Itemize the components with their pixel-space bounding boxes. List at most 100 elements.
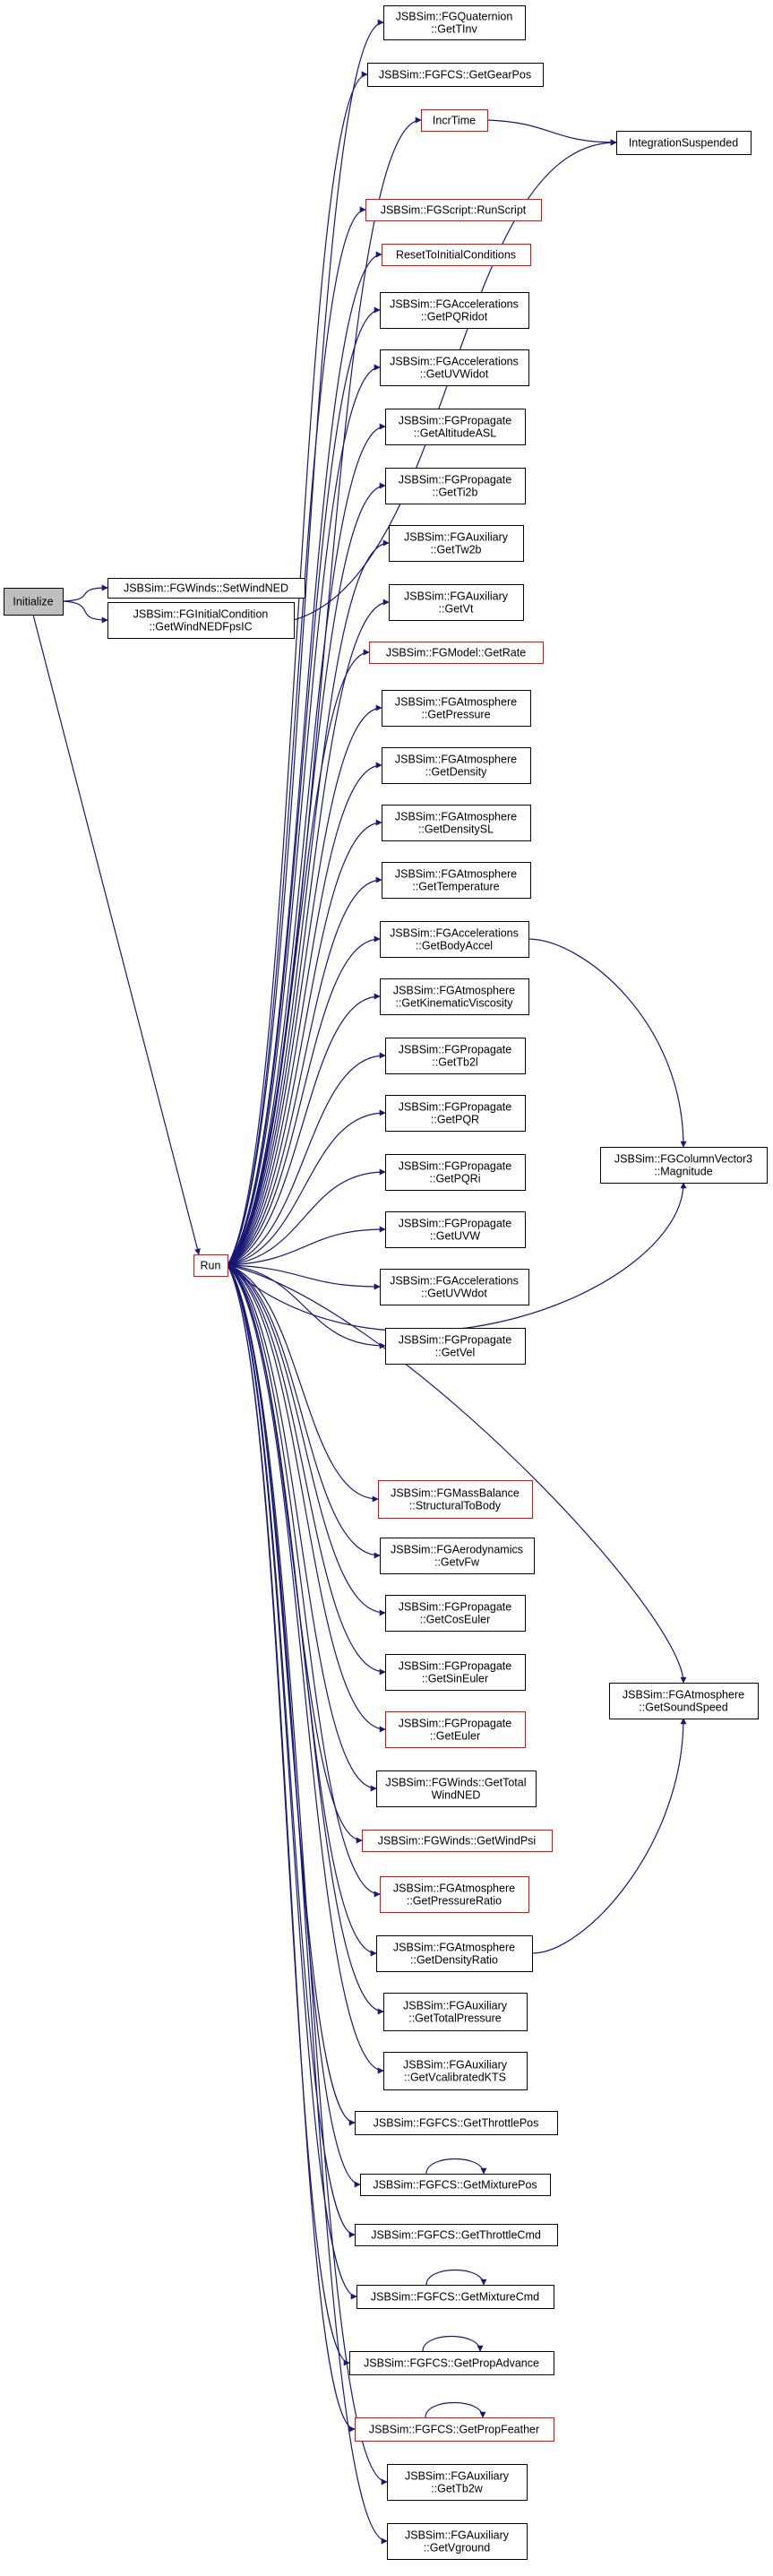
node-fcs-get-throttle-pos[interactable]: JSBSim::FGFCS::GetThrottlePos bbox=[355, 2111, 558, 2135]
node-label: JSBSim::FGFCS::GetThrottlePos bbox=[374, 2117, 539, 2130]
edge bbox=[227, 306, 381, 1266]
node-box bbox=[367, 63, 544, 87]
node-box bbox=[356, 2285, 554, 2309]
edge bbox=[227, 1264, 356, 2433]
node-prop-get-vel[interactable]: JSBSim::FGPropagate::GetVel bbox=[385, 1328, 526, 1365]
node-model-get-rate[interactable]: JSBSim::FGModel::GetRate bbox=[369, 642, 544, 664]
call-edge bbox=[227, 1264, 363, 1844]
node-atm-get-density-ratio[interactable]: JSBSim::FGAtmosphere::GetDensityRatio bbox=[376, 1935, 533, 1972]
node-mass-structural-to-body[interactable]: JSBSim::FGMassBalance::StructuralToBody bbox=[378, 1480, 533, 1519]
node-prop-get-tb2l[interactable]: JSBSim::FGPropagate::GetTb2l bbox=[385, 1038, 526, 1074]
edge bbox=[227, 364, 381, 1266]
node-label: JSBSim::FGFCS::GetMixtureCmd bbox=[371, 2291, 539, 2304]
node-aux-get-vcalibrated-kts[interactable]: JSBSim::FGAuxiliary::GetVcalibratedKTS bbox=[383, 2052, 528, 2090]
node-fcs-get-mixture-cmd[interactable]: JSBSim::FGFCS::GetMixtureCmd bbox=[356, 2285, 554, 2309]
node-aux-get-tw2b[interactable]: JSBSim::FGAuxiliary::GetTw2b bbox=[389, 525, 524, 562]
edge bbox=[227, 599, 390, 1266]
node-atm-get-density-sl[interactable]: JSBSim::FGAtmosphere::GetDensitySL bbox=[382, 805, 531, 841]
node-prop-get-sin-euler[interactable]: JSBSim::FGPropagate::GetSinEuler bbox=[385, 1654, 526, 1691]
node-label: ::GetUVWdot bbox=[421, 1288, 487, 1300]
node-label: JSBSim::FGFCS::GetMixturePos bbox=[373, 2179, 537, 2192]
node-set-wind-ned[interactable]: JSBSim::FGWinds::SetWindNED bbox=[107, 578, 305, 599]
node-aero-get-vfw[interactable]: JSBSim::FGAerodynamics::GetvFw bbox=[380, 1538, 535, 1574]
node-reset-to-initial-conditions[interactable]: ResetToInitialConditions bbox=[382, 244, 531, 266]
edge bbox=[227, 935, 381, 1266]
node-label: JSBSim::FGPropagate bbox=[399, 474, 511, 487]
node-prop-get-cos-euler[interactable]: JSBSim::FGPropagate::GetCosEuler bbox=[385, 1595, 526, 1632]
node-box bbox=[385, 1038, 526, 1074]
edge bbox=[227, 1264, 381, 1898]
edge bbox=[32, 614, 201, 1255]
node-winds-get-wind-psi[interactable]: JSBSim::FGWinds::GetWindPsi bbox=[362, 1830, 553, 1852]
node-fcs-get-mixture-pos[interactable]: JSBSim::FGFCS::GetMixturePos bbox=[360, 2174, 551, 2196]
node-integration-suspended[interactable]: IntegrationSuspended bbox=[616, 131, 752, 155]
node-acc-get-uvw-idot[interactable]: JSBSim::FGAccelerations::GetUVWidot bbox=[380, 349, 529, 386]
edge bbox=[227, 1264, 386, 1733]
node-label: JSBSim::FGColumnVector3 bbox=[614, 1153, 752, 1166]
node-atm-get-pressure[interactable]: JSBSim::FGAtmosphere::GetPressure bbox=[382, 690, 531, 727]
edge bbox=[227, 251, 382, 1266]
node-acc-get-pqr-idot[interactable]: JSBSim::FGAccelerations::GetPQRidot bbox=[380, 292, 529, 329]
node-quaternion-get-tinv[interactable]: JSBSim::FGQuaternion::GetTInv bbox=[383, 5, 526, 40]
call-edge bbox=[422, 2336, 484, 2352]
node-fcs-get-prop-advance[interactable]: JSBSim::FGFCS::GetPropAdvance bbox=[349, 2351, 554, 2375]
node-aux-get-tb2w[interactable]: JSBSim::FGAuxiliary::GetTb2w bbox=[387, 2464, 528, 2501]
node-prop-get-euler[interactable]: JSBSim::FGPropagate::GetEuler bbox=[385, 1711, 526, 1748]
node-label: ::GetUVW bbox=[430, 1230, 480, 1243]
edge bbox=[227, 1264, 381, 1559]
edge bbox=[227, 1264, 386, 1349]
node-get-wind-ned-fps-ic[interactable]: JSBSim::FGInitialCondition::GetWindNEDFp… bbox=[107, 602, 295, 639]
node-atm-get-pressure-ratio[interactable]: JSBSim::FGAtmosphere::GetPressureRatio bbox=[380, 1876, 529, 1913]
node-fcs-get-gear-pos[interactable]: JSBSim::FGFCS::GetGearPos bbox=[367, 63, 544, 87]
call-edge bbox=[227, 423, 386, 1266]
node-aux-get-vground[interactable]: JSBSim::FGAuxiliary::GetVground bbox=[387, 2523, 528, 2560]
node-atm-get-temperature[interactable]: JSBSim::FGAtmosphere::GetTemperature bbox=[382, 862, 531, 899]
node-label: JSBSim::FGMassBalance bbox=[391, 1487, 520, 1500]
node-prop-get-pqr[interactable]: JSBSim::FGPropagate::GetPQR bbox=[385, 1095, 526, 1132]
node-prop-get-altitude-asl[interactable]: JSBSim::FGPropagate::GetAltitudeASL bbox=[385, 409, 526, 445]
node-initialize[interactable]: Initialize bbox=[4, 588, 64, 616]
call-edge bbox=[227, 1182, 687, 1332]
node-fcs-get-throttle-cmd[interactable]: JSBSim::FGFCS::GetThrottleCmd bbox=[355, 2224, 558, 2246]
node-run[interactable]: Run bbox=[193, 1254, 228, 1277]
node-prop-get-ti2b[interactable]: JSBSim::FGPropagate::GetTi2b bbox=[385, 468, 526, 504]
node-label: ::GetTb2l bbox=[432, 1056, 477, 1069]
call-edge bbox=[227, 251, 382, 1266]
node-box bbox=[365, 199, 542, 221]
node-aux-get-total-pressure[interactable]: JSBSim::FGAuxiliary::GetTotalPressure bbox=[383, 1993, 528, 2031]
edge bbox=[227, 649, 370, 1266]
node-label: JSBSim::FGAtmosphere bbox=[395, 696, 517, 709]
node-prop-get-pqri[interactable]: JSBSim::FGPropagate::GetPQRi bbox=[385, 1154, 526, 1191]
node-aux-get-vt[interactable]: JSBSim::FGAuxiliary::GetVt bbox=[389, 584, 524, 621]
node-acc-get-body-accel[interactable]: JSBSim::FGAccelerations::GetBodyAccel bbox=[380, 921, 529, 958]
node-prop-get-uvw[interactable]: JSBSim::FGPropagate::GetUVW bbox=[385, 1211, 526, 1248]
call-edge bbox=[528, 938, 687, 1148]
node-box bbox=[382, 244, 531, 266]
node-atm-get-density[interactable]: JSBSim::FGAtmosphere::GetDensity bbox=[382, 747, 531, 784]
call-edge bbox=[227, 364, 381, 1266]
node-label: JSBSim::FGAuxiliary bbox=[405, 2529, 510, 2542]
node-script-run-script[interactable]: JSBSim::FGScript::RunScript bbox=[365, 199, 542, 221]
call-edge bbox=[62, 600, 108, 624]
node-box bbox=[380, 1876, 529, 1913]
call-edge bbox=[227, 1264, 381, 1898]
node-column-vector3-magnitude[interactable]: JSBSim::FGColumnVector3::Magnitude bbox=[600, 1147, 768, 1184]
call-edge bbox=[227, 935, 381, 1266]
node-label: ::GetTw2b bbox=[431, 544, 482, 556]
edge bbox=[227, 1264, 381, 1290]
node-label: JSBSim::FGInitialCondition bbox=[133, 608, 269, 621]
node-acc-get-uvwdot[interactable]: JSBSim::FGAccelerations::GetUVWdot bbox=[380, 1269, 529, 1305]
edge bbox=[227, 19, 384, 1266]
node-box bbox=[385, 409, 526, 445]
node-fcs-get-prop-feather[interactable]: JSBSim::FGFCS::GetPropFeather bbox=[355, 2417, 554, 2442]
node-incr-time[interactable]: IncrTime bbox=[421, 109, 488, 132]
call-edge bbox=[227, 876, 382, 1266]
edge bbox=[227, 1264, 363, 1844]
edge bbox=[227, 71, 368, 1266]
node-atm-get-kinematic-viscosity[interactable]: JSBSim::FGAtmosphere::GetKinematicViscos… bbox=[380, 978, 529, 1015]
node-label: ::GetKinematicViscosity bbox=[395, 997, 513, 1010]
node-label: Run bbox=[201, 1260, 221, 1272]
node-label: IntegrationSuspended bbox=[629, 137, 738, 150]
node-atm-get-sound-speed[interactable]: JSBSim::FGAtmosphere::GetSoundSpeed bbox=[609, 1683, 759, 1719]
